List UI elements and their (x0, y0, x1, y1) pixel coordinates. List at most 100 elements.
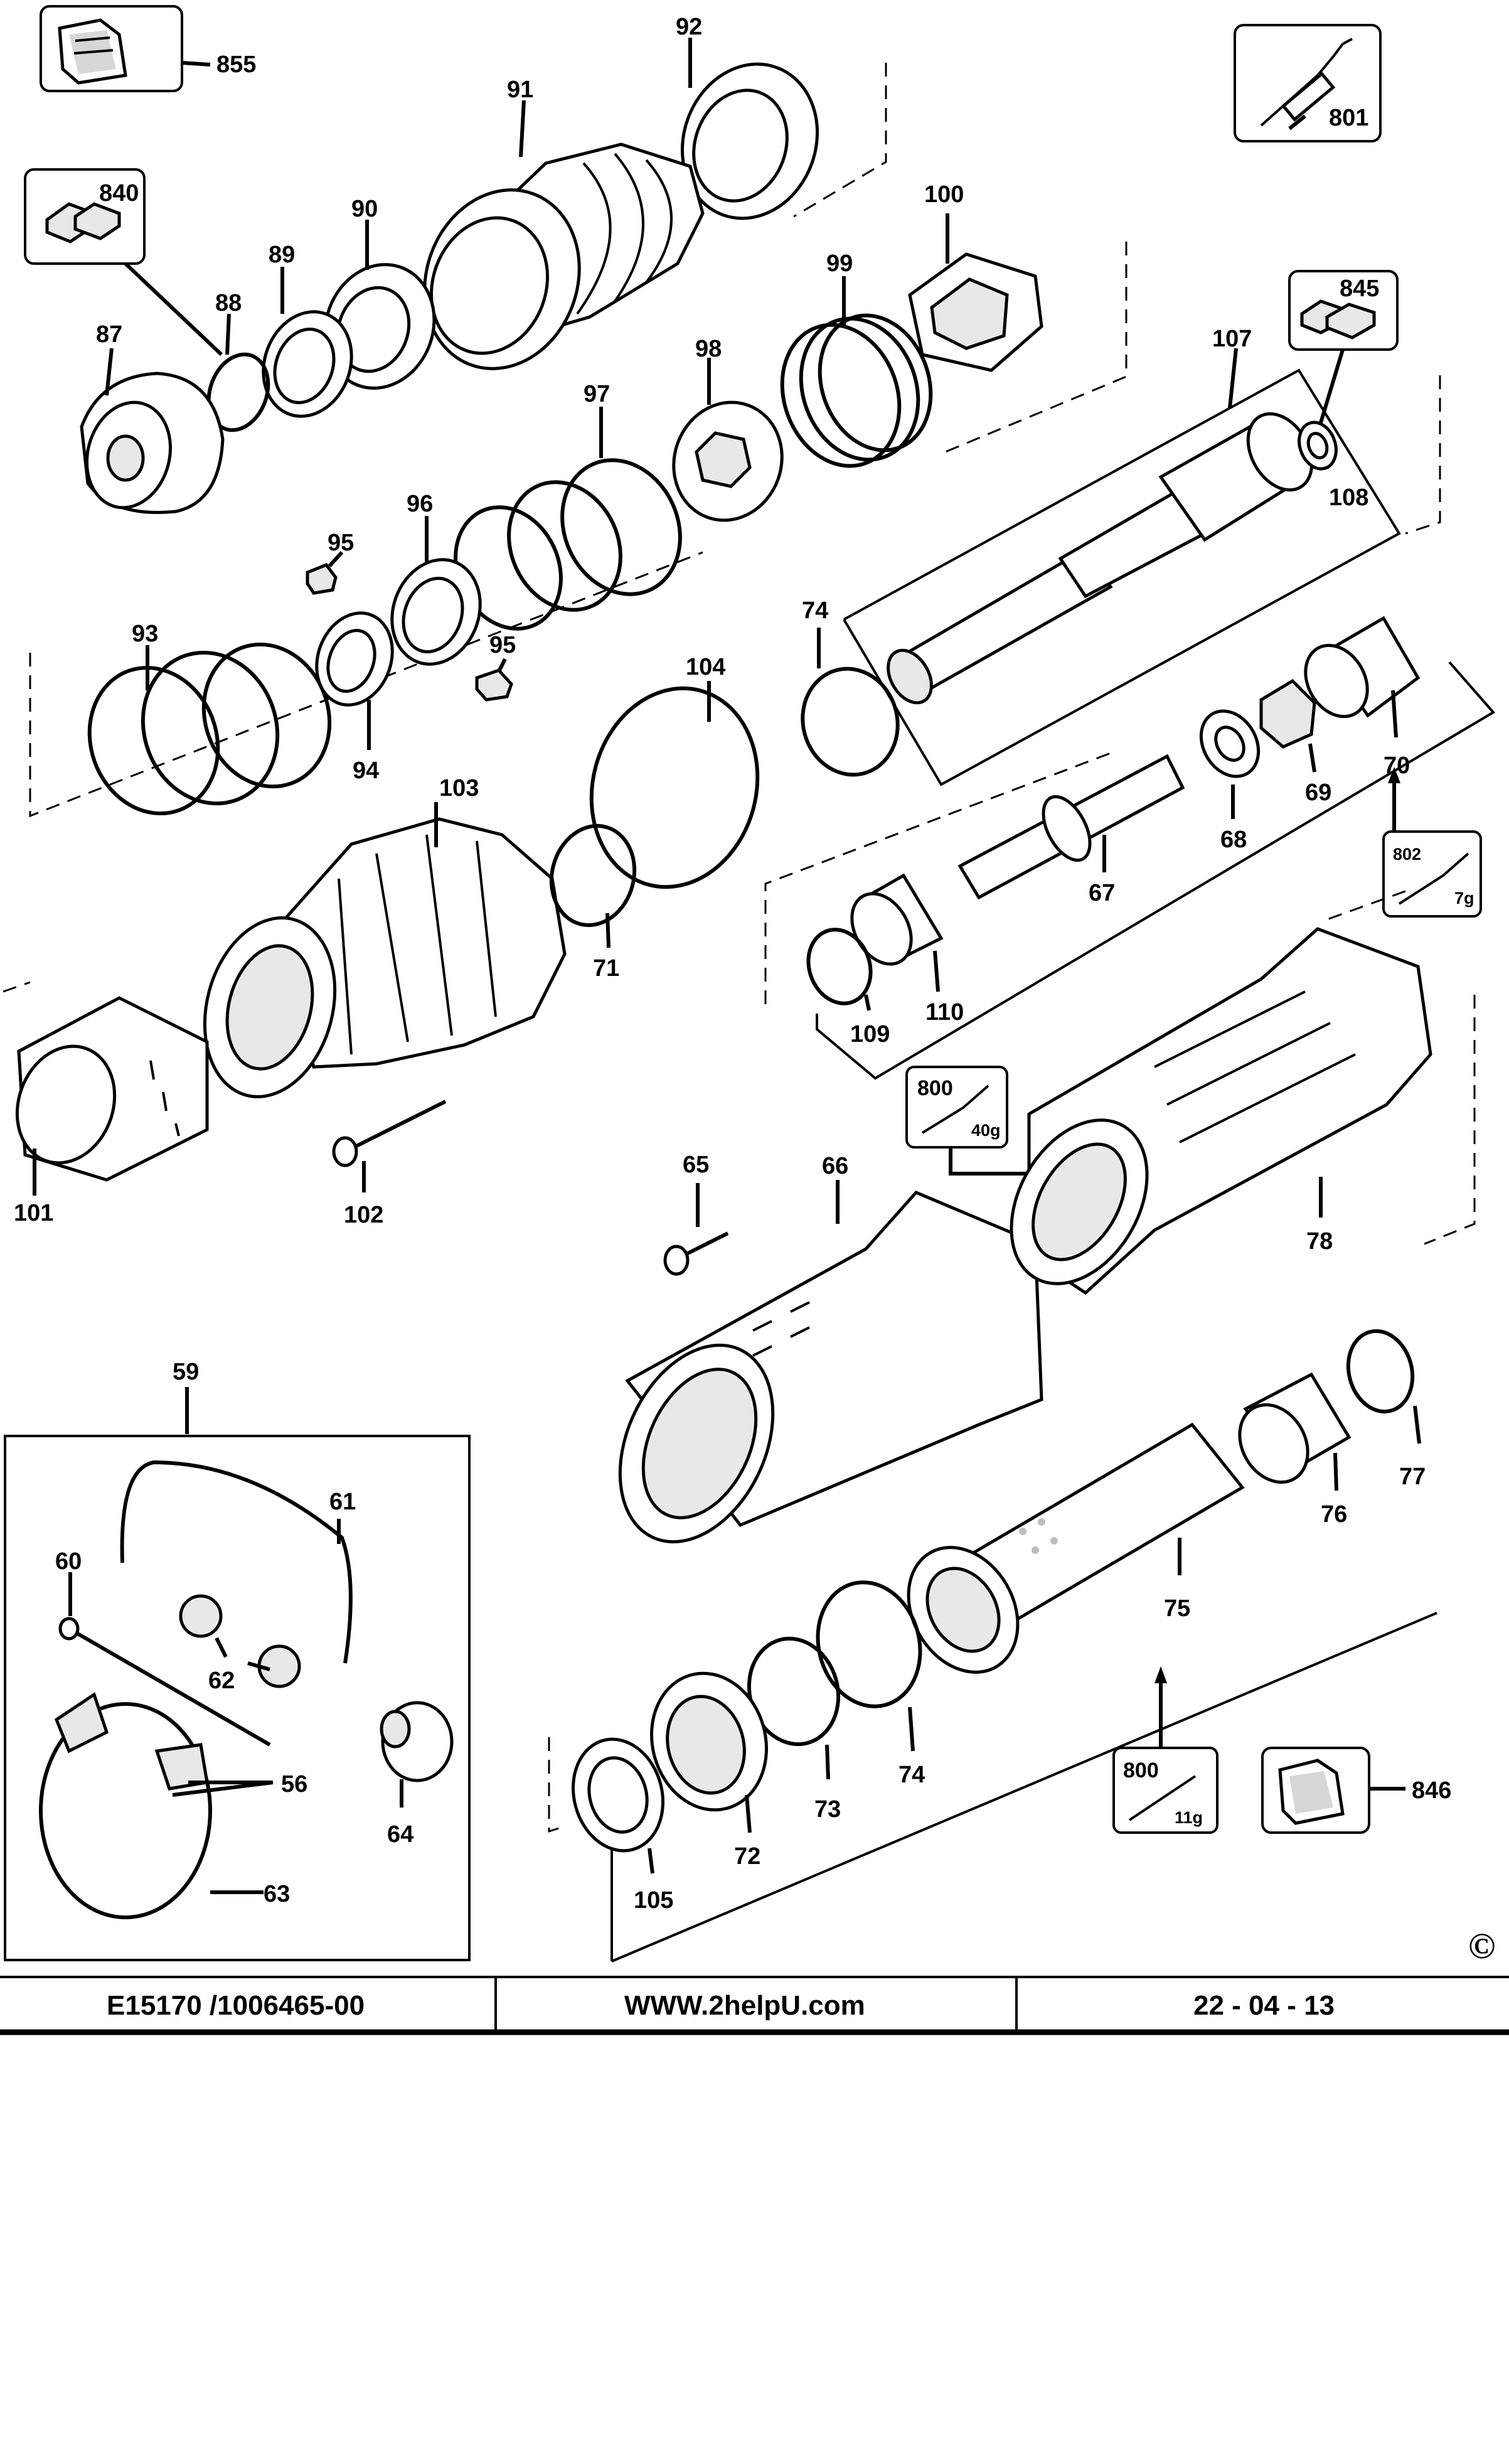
part-63-clamp-ring: 56 63 (39, 1692, 307, 1919)
part-100-clutch: 100 (908, 181, 1043, 372)
label-98: 98 (695, 336, 722, 362)
icon-box-845: 845 (1288, 270, 1399, 434)
part-99-spring: 99 (780, 250, 933, 468)
label-93: 93 (132, 621, 158, 647)
label-74-bottom: 74 (898, 1762, 925, 1788)
part-66-motor-housing: 66 (618, 1153, 1043, 1544)
label-110: 110 (925, 999, 964, 1026)
footer-model-number: E15170 /1006465-00 (107, 1990, 365, 2021)
label-800-b: 800 (1123, 1759, 1159, 1782)
label-72: 72 (734, 1843, 760, 1870)
part-96-seal: 96 (390, 491, 482, 666)
part-64-knob: 64 (380, 1701, 454, 1848)
footer: © E15170 /1006465-00 WWW.2helpU.com 22 -… (0, 1926, 1509, 2035)
part-102-screw: 102 (332, 1100, 447, 1228)
grease-800-a: 40g (971, 1121, 1001, 1140)
label-77: 77 (1399, 1464, 1426, 1490)
part-71-oring: 71 (549, 823, 637, 982)
label-845: 845 (1340, 276, 1379, 302)
part-60-bolt: 60 (55, 1548, 271, 1747)
label-801: 801 (1329, 105, 1368, 131)
part-108-washer: 108 (1298, 420, 1368, 511)
label-76: 76 (1321, 1501, 1347, 1528)
part-65-screw: 65 (663, 1152, 729, 1276)
label-92: 92 (676, 14, 702, 40)
part-98-hex-nut: 98 (672, 336, 784, 522)
grease-box-800-b: 800 11g (1112, 1666, 1218, 1834)
part-87-cap: 87 (80, 321, 225, 515)
part-109-oring: 109 (806, 928, 890, 1047)
part-104-oring: 104 (589, 654, 760, 889)
label-94: 94 (353, 758, 379, 784)
label-66: 66 (822, 1153, 848, 1179)
part-78-field-housing: 78 (1010, 927, 1432, 1295)
label-846: 846 (1412, 1777, 1451, 1804)
part-72-bearing: 72 (650, 1671, 768, 1870)
grease-box-800-a: 800 40g (905, 1066, 1095, 1181)
label-89: 89 (269, 242, 295, 268)
label-75: 75 (1164, 1595, 1190, 1622)
part-89-washer: 89 (262, 242, 353, 418)
part-110-guide: 110 (850, 873, 964, 1026)
part-76-piston: 76 (1238, 1372, 1352, 1528)
part-95-pin-bottom: 95 (475, 632, 516, 702)
label-73: 73 (814, 1796, 841, 1823)
label-69: 69 (1305, 779, 1331, 806)
part-70-sleeve: 70 (1304, 616, 1421, 779)
part-61-handle-bow: 61 (120, 1460, 356, 1664)
label-71: 71 (593, 955, 619, 982)
grease-802: 7g (1454, 889, 1474, 908)
label-800-a: 800 (917, 1076, 953, 1100)
label-104: 104 (686, 654, 725, 680)
label-78: 78 (1306, 1228, 1333, 1255)
copyright-mark: © (1468, 1926, 1495, 1966)
part-62-washers: 62 (179, 1594, 301, 1694)
part-91-bellows: 91 (423, 77, 705, 370)
label-99: 99 (826, 250, 853, 277)
part-68-bearing: 68 (1199, 709, 1261, 853)
label-102: 102 (344, 1202, 383, 1228)
part-105-seal: 105 (571, 1737, 673, 1914)
label-91: 91 (507, 77, 533, 103)
part-67-striker: 67 (957, 754, 1185, 906)
part-97-spring: 97 (454, 381, 682, 631)
label-100: 100 (924, 181, 964, 208)
part-88-circlip: 88 (206, 290, 270, 432)
part-95-pin-top: 95 (306, 530, 354, 595)
part-74-oring-top: 74 (801, 597, 900, 777)
label-105: 105 (634, 1887, 673, 1914)
label-840: 840 (99, 180, 139, 206)
icon-box-846: 846 (1261, 1747, 1451, 1834)
label-101: 101 (14, 1200, 53, 1226)
label-95-top: 95 (328, 530, 354, 556)
label-59: 59 (173, 1359, 199, 1385)
footer-website: WWW.2helpU.com (624, 1990, 865, 2021)
icon-box-801: 801 (1234, 24, 1382, 142)
label-68: 68 (1220, 827, 1247, 853)
label-88: 88 (215, 290, 242, 316)
label-62: 62 (208, 1668, 235, 1694)
footer-date: 22 - 04 - 13 (1193, 1990, 1335, 2021)
part-107-spindle: 107 (887, 326, 1314, 705)
assembly-brackets (611, 368, 1496, 1963)
part-74-oring-bottom: 74 (816, 1580, 925, 1788)
assembly-outlines (3, 63, 1476, 1833)
label-87: 87 (96, 321, 122, 348)
part-77-oring: 77 (1346, 1329, 1426, 1490)
label-63: 63 (264, 1881, 290, 1907)
label-103: 103 (439, 775, 479, 801)
part-93-spring: 93 (87, 621, 332, 816)
label-74-top: 74 (802, 597, 828, 624)
icon-box-840: 840 (24, 168, 223, 356)
grease-800-b: 11g (1175, 1808, 1203, 1827)
label-108: 108 (1329, 485, 1368, 511)
icon-box-855: 855 (40, 5, 256, 92)
handle-group-59: 59 (4, 1359, 471, 1961)
label-97: 97 (584, 381, 610, 407)
label-96: 96 (407, 491, 433, 517)
label-67: 67 (1089, 880, 1115, 906)
part-94-washer: 94 (315, 611, 394, 784)
part-69-clutch-plate: 69 (1259, 678, 1331, 806)
label-107: 107 (1212, 326, 1252, 352)
